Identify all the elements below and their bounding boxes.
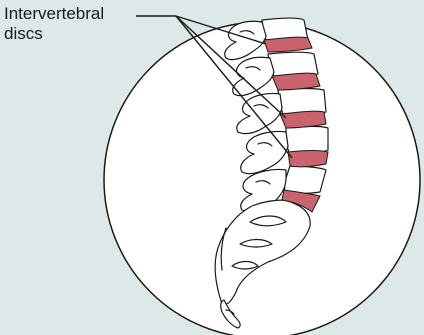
disc-2: [272, 73, 320, 90]
vertebra-l5: [284, 166, 326, 194]
disc-1: [264, 37, 312, 52]
disc-3: [280, 111, 326, 128]
intervertebral-discs-label: Intervertebral discs: [4, 4, 144, 44]
disc-4: [288, 151, 328, 167]
